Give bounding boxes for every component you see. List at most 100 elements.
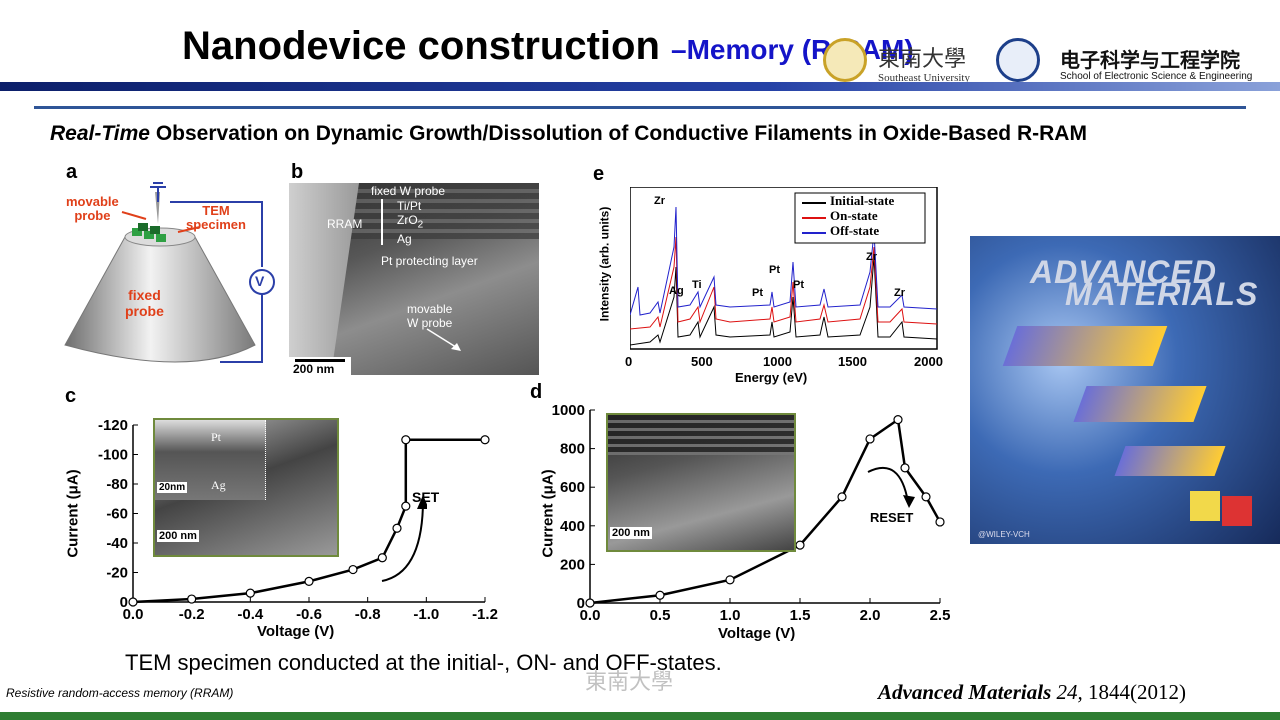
vacuum-region: [289, 183, 359, 375]
y-tick-label: 0: [577, 595, 585, 612]
y-tick-label: -80: [106, 476, 128, 493]
e-xtick-1: 500: [691, 354, 713, 369]
set-arrow-icon: [381, 495, 427, 582]
label-movable-probe: movable probe: [66, 195, 119, 223]
label-specimen: specimen: [186, 217, 246, 232]
x-tick-label: 0.0: [580, 607, 601, 624]
data-point: [348, 564, 358, 575]
inset-scale-1: 20nm: [157, 482, 188, 493]
data-point: [377, 553, 387, 563]
x-tick-label: 2.5: [930, 607, 951, 624]
series-line: [132, 438, 485, 604]
data-point: [837, 492, 847, 502]
peak-pt2: Pt: [769, 264, 780, 276]
c-inset: Pt Ag 20nm 200 nm: [153, 418, 339, 557]
d-xlabel: Voltage (V): [718, 625, 796, 642]
data-point: [935, 517, 945, 527]
data-point: [795, 540, 805, 550]
label-tem-specimen: TEM specimen: [186, 204, 246, 232]
cover-publisher: @WILEY-VCH: [978, 530, 1030, 539]
e-xlabel: Energy (eV): [735, 370, 808, 385]
x-tick-label: 1.5: [790, 607, 811, 624]
e-ylabel: Intensity (arb. units): [597, 206, 612, 322]
cover-slab-3: [1114, 446, 1226, 476]
e-xtick-3: 1500: [838, 354, 867, 369]
peak-pt3: Pt: [793, 279, 804, 291]
peak-zr2: Zr: [866, 251, 877, 263]
data-point: [401, 501, 411, 511]
e-xtick-4: 2000: [914, 354, 943, 369]
legend-off: Off-state: [830, 223, 880, 238]
data-point: [128, 597, 138, 607]
label-fixed-w: fixed W probe: [371, 184, 446, 198]
peak-ag: Ag: [669, 285, 684, 297]
footer-note: Resistive random-access memory (RRAM): [6, 686, 234, 700]
university-logo: [823, 38, 867, 82]
data-point: [304, 576, 314, 586]
layer-zro2: ZrO2: [397, 213, 423, 232]
title-subtitle: –Memory (R-RAM): [671, 34, 914, 65]
data-point: [900, 463, 910, 473]
journal-cover: ADVANCED MATERIALS @WILEY-VCH: [970, 236, 1280, 544]
footer-bar: [0, 712, 1280, 720]
panel-a-letter: a: [66, 161, 78, 183]
data-point: [585, 598, 595, 608]
cover-cube-2: [1222, 496, 1252, 526]
school-cn-name: 电子科学与工程学院: [1060, 50, 1240, 72]
x-tick-label: 0.5: [650, 607, 671, 624]
data-point: [655, 590, 665, 600]
voltmeter-label: V: [255, 273, 265, 289]
panel-e-letter: e: [593, 163, 605, 185]
header-rule: [34, 106, 1246, 109]
slide-subtitle: Real-Time Observation on Dynamic Growth/…: [50, 122, 1087, 146]
x-tick-label: -1.2: [472, 606, 498, 623]
panel-b: b fixed W probe RRAM Ti/Pt ZrO2 Ag Pt pr…: [285, 157, 545, 379]
d-inset-layers: [608, 415, 794, 455]
label-fixed-probe-text: probe: [125, 303, 164, 319]
series-line: [589, 417, 942, 605]
y-tick-label: -60: [106, 506, 128, 523]
data-point: [893, 415, 903, 425]
layer-zro: ZrO: [397, 213, 418, 227]
legend-on: On-state: [830, 208, 878, 223]
arrow-icon: [426, 328, 461, 351]
slide-title: Nanodevice construction –Memory (R-RAM): [182, 24, 914, 69]
panel-e: e Intensity (arb. units) Initial-state O…: [585, 157, 970, 387]
panel-d-letter: d: [530, 381, 543, 403]
peak-ti: Ti: [692, 279, 702, 291]
x-tick-label: 0.0: [123, 606, 144, 623]
x-tick-label: 2.0: [860, 607, 881, 624]
legend-initial: Initial-state: [830, 193, 895, 208]
panel-c-letter: c: [65, 385, 77, 407]
cover-title-1: ADVANCED: [1030, 254, 1217, 290]
label-fixed: fixed: [128, 287, 161, 303]
label-tem: TEM: [202, 203, 230, 218]
header-bar: [0, 82, 1280, 91]
x-tick-label: -0.2: [179, 606, 205, 623]
peak-pt1: Pt: [752, 287, 763, 299]
university-cn-name: 東南大學: [878, 47, 967, 72]
subtitle-italic: Real-Time: [50, 122, 150, 145]
y-tick-label: 800: [560, 441, 585, 458]
layer-ag: Ag: [397, 232, 412, 247]
cover-slab-1: [1002, 326, 1168, 366]
x-tick-label: -1.0: [413, 606, 439, 623]
subtitle-rest: Observation on Dynamic Growth/Dissolutio…: [150, 122, 1087, 145]
data-point: [480, 435, 490, 445]
data-point: [245, 588, 255, 598]
c-chart: 0.0-0.2-0.4-0.6-0.8-1.0-1.2-120-100-80-6…: [98, 417, 498, 623]
peak-zr1: Zr: [654, 195, 665, 207]
scale-bar-b: [295, 359, 345, 362]
cover-cube-1: [1190, 491, 1220, 521]
y-tick-label: -120: [98, 417, 128, 434]
d-inset: 200 nm: [606, 413, 796, 552]
watermark: 東南大學: [585, 670, 674, 695]
e-xtick-0: 0: [625, 354, 633, 369]
e-legend: Initial-state On-state Off-state: [830, 193, 894, 238]
inset-pt: Pt: [211, 430, 222, 444]
cover-title-2: MATERIALS: [1065, 276, 1259, 312]
label-probe: probe: [74, 208, 111, 223]
y-tick-label: 1000: [552, 402, 585, 419]
label-w-probe: W probe: [407, 316, 453, 330]
